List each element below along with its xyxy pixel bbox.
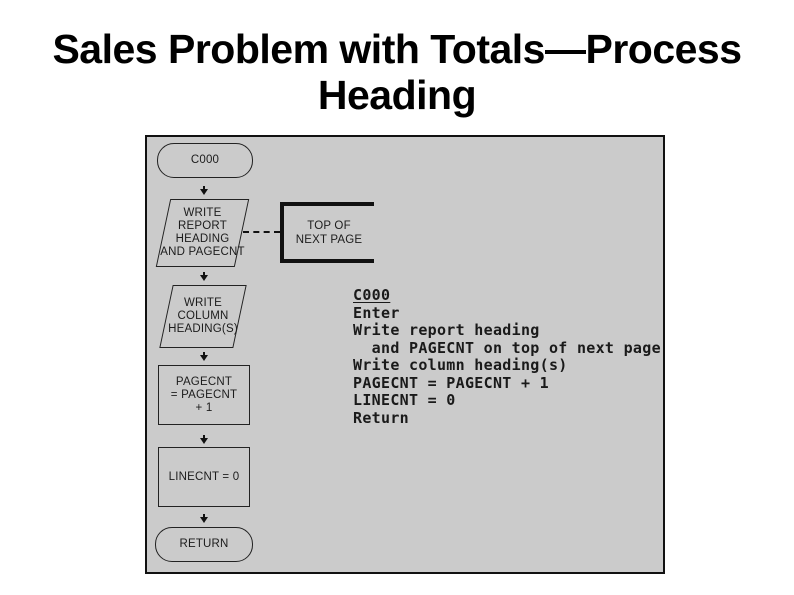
write-report-line: AND PAGECNT <box>160 246 245 258</box>
write-column-line: HEADING(S) <box>168 323 238 335</box>
increment-pagecnt-line: PAGECNT <box>175 375 233 388</box>
flowchart-write-column-parallelogram: WRITE COLUMN HEADING(S) <box>158 285 248 348</box>
flowchart-end-label: RETURN <box>179 538 229 550</box>
pseudocode-line: PAGECNT = PAGECNT + 1 <box>353 373 549 392</box>
flowchart-write-report-parallelogram: WRITE REPORT HEADING AND PAGECNT <box>155 199 250 267</box>
slide-title-line-1: Sales Problem with Totals—Process <box>52 26 742 72</box>
flowchart-end-terminator: RETURN <box>155 527 253 562</box>
pseudocode-line: and PAGECNT on top of next page <box>353 338 661 357</box>
flow-arrow-down-icon <box>198 352 210 361</box>
flowchart-reset-linecnt-rect: LINECNT = 0 <box>158 447 250 507</box>
increment-pagecnt-line: = PAGECNT <box>170 388 238 401</box>
flowchart-start-terminator: C000 <box>157 143 253 178</box>
annotation-line: NEXT PAGE <box>295 233 363 246</box>
flow-arrow-down-icon <box>198 514 210 523</box>
pseudocode-line: C000 <box>353 286 391 304</box>
slide-title: Sales Problem with Totals—Process Headin… <box>0 26 794 118</box>
dashed-connector-line <box>243 231 280 233</box>
pseudocode-line: Write column heading(s) <box>353 356 568 374</box>
flowchart-start-label: C000 <box>190 154 220 166</box>
flow-arrow-down-icon <box>198 435 210 444</box>
write-report-line: HEADING <box>175 233 230 245</box>
pseudocode-listing: C000 Enter Write report heading and PAGE… <box>353 286 661 427</box>
pseudocode-line: Enter <box>353 303 400 322</box>
reset-linecnt-line: LINECNT = 0 <box>168 470 240 483</box>
pseudocode-line: Return <box>353 408 409 427</box>
slide-title-line-2: Heading <box>317 72 477 118</box>
write-column-line: WRITE <box>183 297 223 309</box>
write-report-line: REPORT <box>178 220 227 232</box>
top-of-next-page-annotation: TOP OF NEXT PAGE <box>280 202 374 263</box>
flowchart-panel: C000 WRITE REPORT HEADING AND PAGECNT TO… <box>145 135 665 574</box>
pseudocode-line: Write report heading <box>353 321 540 339</box>
annotation-line: TOP OF <box>307 219 351 232</box>
flow-arrow-down-icon <box>198 272 210 281</box>
flowchart-increment-pagecnt-rect: PAGECNT = PAGECNT + 1 <box>158 365 250 425</box>
increment-pagecnt-line: + 1 <box>195 401 213 414</box>
flow-arrow-down-icon <box>198 186 210 195</box>
write-column-line: COLUMN <box>177 310 229 322</box>
pseudocode-line: LINECNT = 0 <box>353 391 456 409</box>
write-report-line: WRITE <box>183 207 222 219</box>
